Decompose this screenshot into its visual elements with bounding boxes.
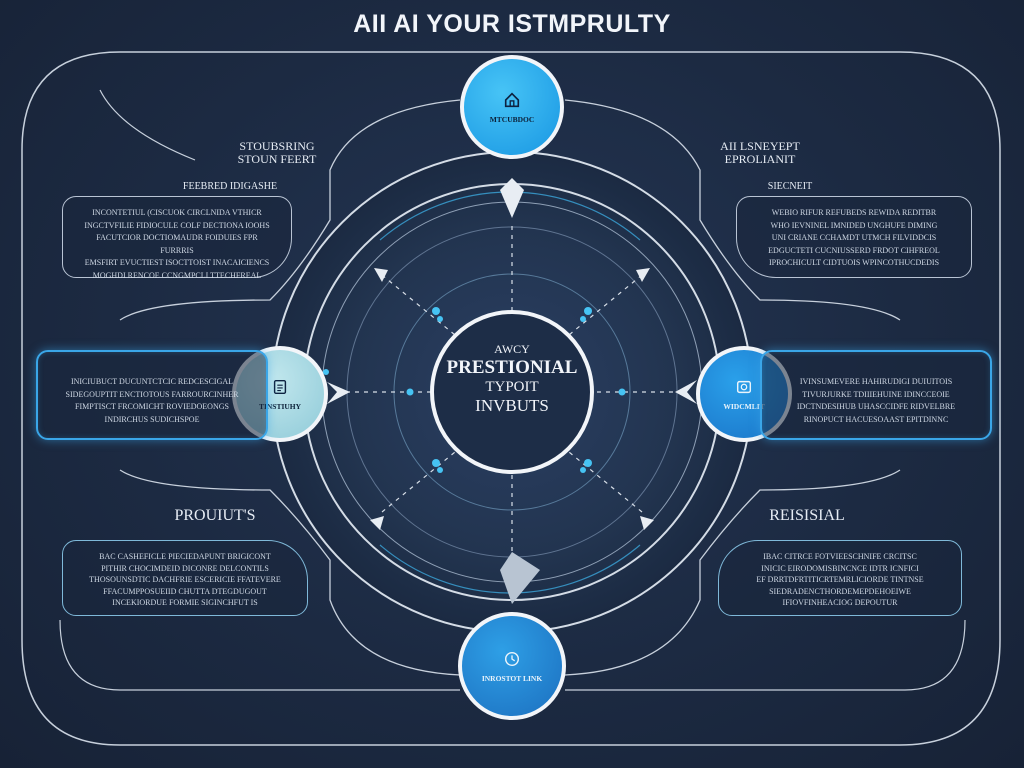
gallery-icon	[736, 380, 752, 393]
node-right-label: WIDCMLIT	[723, 401, 765, 411]
center-line-4: INVBUTS	[475, 396, 549, 415]
panel-bottom-left-text: BAC CASHEFICLE PIECIEDAPUNT BRIGICONT PI…	[89, 552, 281, 607]
panel-mid-right-text: IVINSUMEVERE HAHIRUDIGI DUIUITOIS TIVURJ…	[796, 377, 956, 424]
diagram-title: AII AI YOUR ISTMPRULTY	[353, 10, 671, 38]
top-right-heading: AII LSNEYEPT EPROLIANIT	[690, 140, 830, 165]
center-line-1: AWCY	[494, 342, 530, 356]
panel-mid-right: IVINSUMEVERE HAHIRUDIGI DUIUITOIS TIVURJ…	[760, 350, 992, 440]
top-left-heading: STOUBSRING STOUN FEERT	[212, 140, 342, 165]
home-icon	[504, 92, 520, 107]
panel-top-left-text: INCONTETIUL (CISCUOK CIRCLNIDA VTHICR IN…	[84, 208, 270, 280]
right-inner-curve-low	[564, 469, 901, 676]
left-inner-curve-low	[119, 469, 461, 676]
top-left-heading-2: STOUN FEERT	[237, 151, 317, 166]
panel-bottom-right: IBAC CITRCE FOTVIEESCHNIFE CRCITSC INICI…	[718, 540, 962, 616]
arrow-chevrons	[327, 178, 697, 604]
top-left-swoop	[59, 619, 460, 691]
left-swoop-upper	[99, 89, 196, 161]
outer-frame	[21, 51, 1001, 746]
top-left-heading-1: STOUBSRING	[239, 139, 315, 153]
top-right-swoop	[565, 619, 966, 691]
center-circle	[430, 310, 594, 474]
center-label: AWCY PRESTIONIAL TYPOIT INVBUTS	[432, 342, 592, 416]
top-right-heading-1: AII LSNEYEPT	[720, 139, 800, 153]
panel-bottom-left: BAC CASHEFICLE PIECIEDAPUNT BRIGICONT PI…	[62, 540, 308, 616]
panel-mid-left-text: INICIUBUCT DUCUNTCTCIC REDCESCIGAL SIDEG…	[65, 377, 239, 424]
center-line-3: TYPOIT	[485, 379, 539, 395]
bottom-right-heading: REISISIAL	[769, 507, 845, 524]
node-top-label: MTCUBDOC	[489, 114, 535, 124]
dotted-spokes	[346, 226, 680, 560]
node-top[interactable]: MTCUBDOC	[460, 55, 564, 159]
panel-top-right-text: WEBIO RIFUR REFUBEDS REWIDA REDITBR WHO …	[768, 208, 940, 267]
bottom-left-heading: PROUIUT'S	[174, 507, 256, 524]
node-bottom-label: INROSTOT LINK	[481, 673, 543, 683]
center-line-2: PRESTIONIAL	[446, 357, 578, 378]
panel-top-right: WEBIO RIFUR REFUBEDS REWIDA REDITBR WHO …	[736, 196, 972, 278]
left-inner-curve	[119, 99, 461, 321]
top-right-subheading: SIECNEIT	[767, 181, 813, 192]
top-left-subheading: FEEBRED IDIGASHE	[182, 181, 278, 192]
panel-top-left: INCONTETIUL (CISCUOK CIRCLNIDA VTHICR IN…	[62, 196, 292, 280]
top-right-heading-2: EPROLIANIT	[724, 151, 796, 166]
panel-bottom-right-text: IBAC CITRCE FOTVIEESCHNIFE CRCITSC INICI…	[756, 552, 924, 607]
node-bottom[interactable]: INROSTOT LINK	[458, 612, 566, 720]
clock-icon	[504, 651, 520, 666]
right-inner-curve	[564, 99, 901, 321]
file-icon	[273, 379, 287, 394]
panel-mid-left: INICIUBUCT DUCUNTCTCIC REDCESCIGAL SIDEG…	[36, 350, 268, 440]
node-left-label: TINSTIUHY	[258, 401, 302, 411]
